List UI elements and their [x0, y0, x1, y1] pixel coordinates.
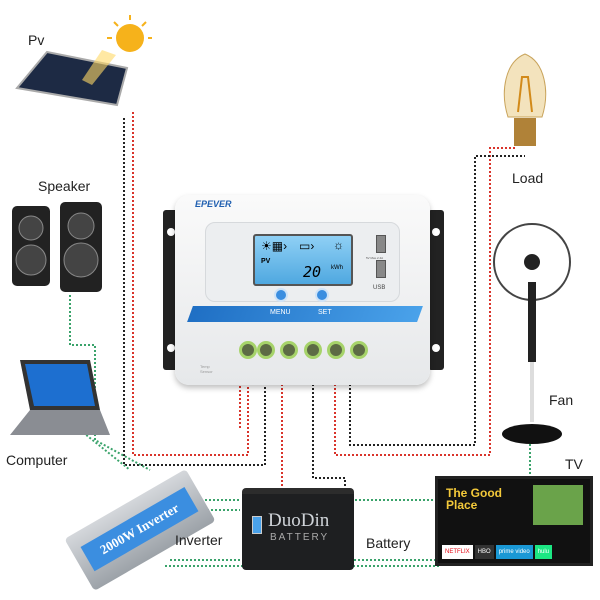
terminal-pv-negative[interactable] — [257, 341, 275, 359]
lcd-display: ☀▦› ▭› ☼ PV 20 kWh — [253, 234, 353, 286]
temp-sensor-label: Temp Sensor — [200, 364, 213, 374]
pv-negative-wire — [123, 118, 266, 466]
battery-device: DuoDin BATTERY — [242, 488, 354, 570]
pv-label: Pv — [28, 32, 45, 48]
hulu-tile[interactable]: hulu — [534, 545, 553, 559]
controller-brand: EPEVER — [195, 199, 232, 209]
pv-positive-wire — [132, 112, 249, 456]
speaker-icon — [12, 202, 102, 292]
battery-label: Battery — [366, 535, 411, 551]
tv-label: TV — [565, 456, 583, 472]
laptop-icon — [10, 360, 110, 435]
netflix-tile[interactable]: NETFLIX — [442, 545, 473, 559]
usb-port-1[interactable] — [376, 235, 386, 253]
lcd-unit: kWh — [331, 265, 343, 271]
battery-brand: DuoDin — [268, 510, 330, 531]
solar-panel-icon — [15, 15, 152, 107]
computer-label: Computer — [6, 452, 68, 468]
load-label: Load — [512, 170, 544, 186]
set-button[interactable] — [315, 288, 329, 302]
tv-screen: The Good Place NETFLIX HBO prime video h… — [435, 476, 593, 566]
terminal-load-negative[interactable] — [350, 341, 368, 359]
tv-title: The Good Place — [446, 486, 502, 512]
lcd-value: 20 — [303, 263, 322, 281]
fan-label: Fan — [549, 392, 574, 408]
computer-ac-wire — [79, 429, 131, 471]
menu-button[interactable] — [274, 288, 288, 302]
load-positive-wire — [334, 147, 515, 456]
menu-label: MENU — [270, 309, 291, 316]
speaker-label: Speaker — [38, 178, 91, 194]
inverter-label: Inverter — [175, 532, 223, 548]
set-label: SET — [318, 309, 332, 316]
light-bulb-icon — [503, 53, 547, 146]
terminal-battery-positive[interactable] — [280, 341, 298, 359]
speaker-ac-wire — [69, 295, 151, 471]
fan-icon — [493, 223, 571, 444]
button-band — [187, 306, 423, 322]
usb-spec: 5V Max.2.4A — [366, 256, 384, 260]
battery-negative-wire — [312, 360, 346, 495]
battery-sub: BATTERY — [270, 532, 330, 543]
usb-label: USB — [373, 285, 386, 291]
prime-tile[interactable]: prime video — [495, 545, 533, 559]
mount-bracket-right — [428, 210, 444, 370]
hbo-tile[interactable]: HBO — [474, 545, 494, 559]
terminal-load-positive[interactable] — [327, 341, 345, 359]
lcd-pv: PV — [261, 258, 271, 265]
bulb-icon: ☼ — [333, 238, 344, 252]
terminal-battery-negative[interactable] — [304, 341, 322, 359]
usb-port-2[interactable] — [376, 260, 386, 278]
terminal-pv-positive[interactable] — [239, 341, 257, 359]
load-negative-wire — [349, 155, 525, 446]
